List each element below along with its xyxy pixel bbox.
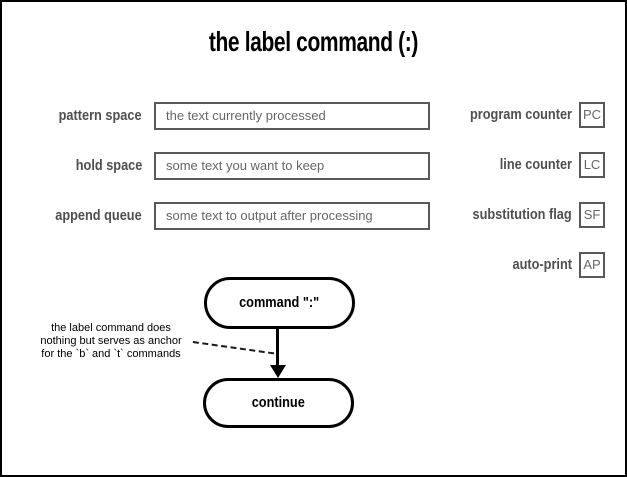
node-continue-label: continue [251, 394, 306, 411]
append-queue-box: some text to output after processing [154, 202, 430, 230]
substitution-flag-box: SF [579, 202, 605, 228]
program-counter-box: PC [579, 102, 605, 128]
flow-arrow-line [276, 329, 279, 367]
auto-print-label: auto-print [512, 256, 572, 273]
substitution-flag-label: substitution flag [472, 206, 572, 223]
node-command-label: command ":" [239, 294, 320, 311]
annotation-line-1: the label command does [51, 322, 171, 334]
pattern-space-label-row: pattern space [2, 102, 142, 130]
line-counter-abbr: LC [583, 157, 601, 172]
annotation-line-3: for the `b` and `t` commands [41, 348, 181, 360]
line-counter-box: LC [579, 152, 605, 178]
hold-space-value: some text you want to keep [166, 158, 325, 173]
node-command: command ":" [204, 277, 355, 329]
substitution-flag-label-row: substitution flag [372, 202, 572, 228]
line-counter-label-row: line counter [372, 152, 572, 178]
annotation-dashed-connector [192, 341, 275, 355]
auto-print-box: AP [579, 252, 605, 278]
program-counter-abbr: PC [582, 107, 602, 122]
page-title: the label command (:) [208, 26, 419, 57]
substitution-flag-abbr: SF [583, 207, 601, 222]
annotation-line-2: nothing but serves as anchor [40, 335, 182, 347]
hold-space-label-row: hold space [2, 152, 142, 180]
program-counter-label-row: program counter [372, 102, 572, 128]
auto-print-abbr: AP [583, 257, 601, 272]
append-queue-label-row: append queue [2, 202, 142, 230]
node-continue: continue [203, 378, 354, 428]
flow-arrow-head-icon [270, 365, 286, 378]
pattern-space-label: pattern space [59, 107, 142, 124]
hold-space-label: hold space [75, 157, 142, 174]
annotation-note: the label command does nothing but serve… [27, 322, 195, 361]
title-row: the label command (:) [2, 26, 625, 58]
line-counter-label: line counter [499, 156, 572, 173]
append-queue-value: some text to output after processing [166, 208, 373, 223]
pattern-space-value: the text currently processed [166, 108, 326, 123]
pattern-space-box: the text currently processed [154, 102, 430, 130]
program-counter-label: program counter [469, 106, 572, 123]
hold-space-box: some text you want to keep [154, 152, 430, 180]
auto-print-label-row: auto-print [372, 252, 572, 278]
append-queue-label: append queue [55, 207, 142, 224]
